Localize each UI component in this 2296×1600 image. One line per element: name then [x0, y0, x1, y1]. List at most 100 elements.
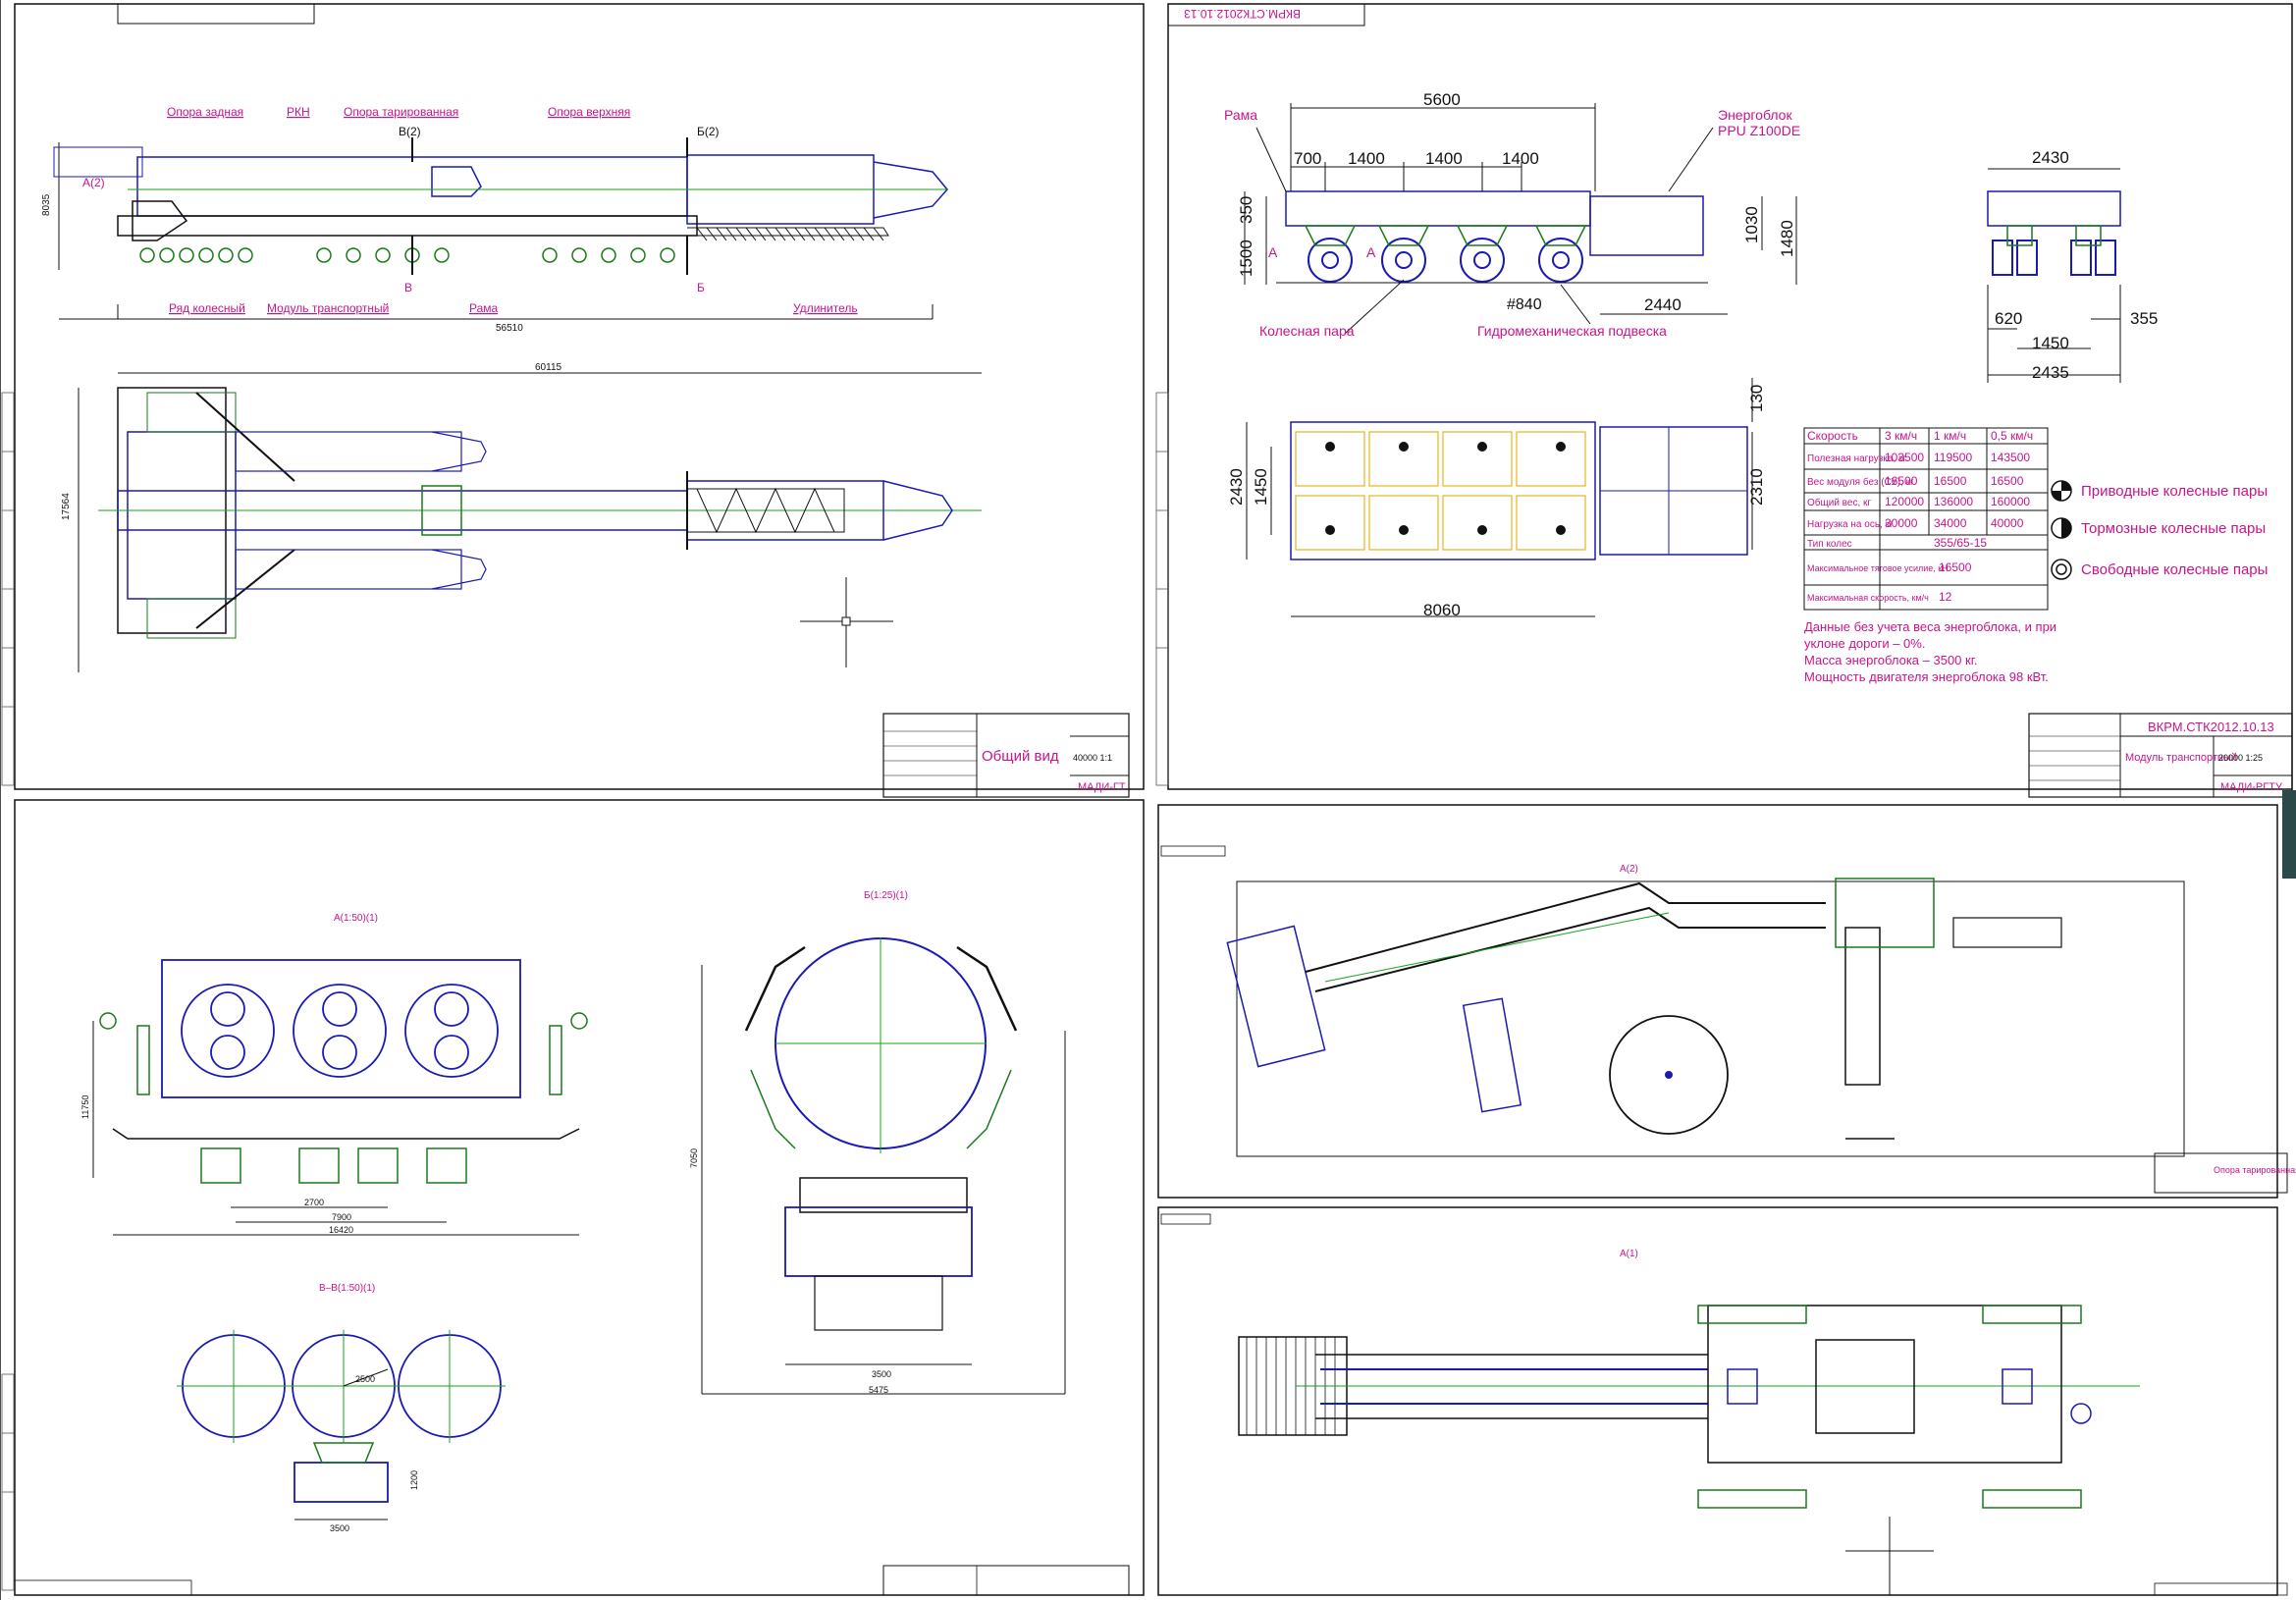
dim-plan-2310: 2310: [1747, 468, 1766, 506]
dim-1500: 1500: [1237, 240, 1255, 277]
title-general-scale: 40000 1:1: [1073, 753, 1112, 763]
traction-value: 16500: [1939, 560, 1972, 574]
dim-end-355: 355: [2130, 309, 2158, 328]
dim-3500b: 3500: [330, 1523, 349, 1533]
title-block-module: ВКРМ.СТК2012.10.13 Модуль транспортный 2…: [2028, 713, 2293, 798]
mark-a1: А: [1268, 244, 1278, 260]
dim-plan-1450: 1450: [1252, 468, 1270, 506]
dim-1030: 1030: [1742, 206, 1761, 243]
label-module-frame: Рама: [1224, 107, 1257, 123]
note-line: Данные без учета веса энергоблока, и при: [1804, 619, 2056, 634]
table-cell: 16500: [1885, 474, 1918, 488]
table-cell: 160000: [1991, 495, 2030, 508]
table-cell: 120000: [1885, 495, 1924, 508]
module-end-view: [1987, 168, 2121, 383]
note-line: уклоне дороги – 0%.: [1804, 636, 1925, 651]
table-row-label: Нагрузка на ось, кг: [1807, 519, 1894, 530]
dim-total-length: 60115: [535, 362, 562, 373]
table-row-label: Полезная нагрузка, кг: [1807, 453, 1906, 464]
top-view-title: А(1): [1620, 1249, 1638, 1259]
dim-end-620: 620: [1995, 309, 2022, 328]
table-cell: 16500: [1991, 474, 2024, 488]
th-0: Скорость: [1807, 429, 1858, 443]
dim-700: 700: [1294, 149, 1321, 168]
wheel-legend: Приводные колесные пары Тормозные колесн…: [2051, 480, 2268, 580]
table-row-label: Вес модуля без (СУ), кг: [1807, 476, 1914, 488]
module-plan-dims: 2430 1450 8060 130 2310: [1227, 385, 1766, 619]
table-cell: 143500: [1991, 451, 2030, 464]
dim-11750: 11750: [80, 1095, 90, 1119]
dim-1400c: 1400: [1502, 149, 1539, 168]
label-wheel-pair: Колесная пара: [1259, 323, 1355, 339]
section-b-title: Б(1:25)(1): [864, 890, 908, 901]
label-section-b: Б(2): [697, 125, 720, 138]
top-stamp-box: [117, 3, 315, 25]
title-block-general: Общий вид 40000 1:1 МАДИ-ГТ: [882, 713, 1130, 798]
support-view-title: А(2): [1620, 864, 1638, 875]
dim-5475: 5475: [869, 1385, 888, 1395]
dim-r2500: 2500: [355, 1374, 375, 1384]
dim-length: 56510: [496, 323, 523, 334]
label-extender: Удлинитель: [793, 301, 858, 315]
top-view: [1238, 1305, 2140, 1595]
module-plan-view: [1246, 378, 1753, 617]
support-view: [1226, 878, 2185, 1157]
mark-v: В: [404, 281, 412, 294]
spec-table: Скорость 3 км/ч 1 км/ч 0,5 км/ч Полезная…: [1803, 427, 2049, 611]
dim-1480: 1480: [1778, 220, 1796, 257]
dim-1200: 1200: [409, 1470, 419, 1490]
dim-2440: 2440: [1644, 295, 1682, 314]
table-cell: 16500: [1934, 474, 1967, 488]
dim-2700: 2700: [304, 1198, 324, 1207]
section-a-view: [92, 959, 588, 1236]
dim-plan-130: 130: [1747, 385, 1766, 412]
section-a-labels: А(1:50)(1) 2700 7900 16420 11750: [80, 913, 378, 1235]
speed-label: Максимальная скорость, км/ч: [1807, 593, 1929, 603]
title-module-org: МАДИ-РГТУ: [2220, 781, 2283, 793]
dim-3500: 3500: [872, 1369, 891, 1379]
support-title: Опора тарированная: [2214, 1165, 2296, 1175]
dim-1400b: 1400: [1425, 149, 1463, 168]
module-notes: Данные без учета веса энергоблока, и при…: [1804, 619, 2056, 684]
dim-7900: 7900: [332, 1212, 351, 1222]
label-transport-module: Модуль транспортный: [267, 301, 389, 315]
top-doc-code: ВКРМ.СТК2012.10.13: [1184, 7, 1301, 21]
tire-value: 355/65-15: [1934, 536, 1987, 550]
dim-end-2430: 2430: [2032, 148, 2069, 167]
dim-1400a: 1400: [1348, 149, 1385, 168]
mark-a2: А: [1366, 244, 1376, 260]
label-wheel-row: Ряд колесный: [169, 301, 245, 315]
dim-plan-8060: 8060: [1423, 601, 1461, 619]
section-v-view: [177, 1330, 506, 1520]
label-powerpack: Энергоблок: [1718, 107, 1792, 123]
table-row-label: Общий вес, кг: [1807, 497, 1871, 508]
support-labels: А(2) Опора тарированная: [1160, 845, 2296, 1194]
crosshair: [800, 577, 893, 667]
title-module-scale: 20000 1:25: [2218, 753, 2263, 763]
top-view-labels: А(1): [1160, 1213, 2288, 1596]
label-diameter: #840: [1507, 296, 1542, 313]
th-1: 3 км/ч: [1885, 429, 1917, 443]
module-side-labels: Рама Энергоблок PPU Z100DE Колесная пара…: [1224, 107, 1800, 339]
title-module-doc: ВКРМ.СТК2012.10.13: [2148, 720, 2274, 734]
top-stamp-box-2: [1167, 3, 1365, 27]
left-margin-stamps: [1, 392, 1169, 1591]
table-cell: 40000: [1991, 516, 2024, 530]
section-a-title: А(1:50)(1): [334, 913, 378, 924]
dim-7050: 7050: [689, 1148, 699, 1168]
label-powerpack-model: PPU Z100DE: [1718, 123, 1800, 138]
label-section-a: А(2): [82, 176, 105, 189]
dim-width: 17564: [61, 493, 72, 520]
th-2: 1 км/ч: [1934, 429, 1966, 443]
label-rear-support: Опора задная: [167, 105, 243, 119]
note-line: Масса энергоблока – 3500 кг.: [1804, 653, 1977, 667]
label-rkn: РКН: [287, 105, 310, 119]
title-module-name: Модуль транспортный: [2125, 752, 2237, 764]
legend-drive: Приводные колесные пары: [2081, 483, 2268, 500]
note-line: Мощность двигателя энергоблока 98 кВт.: [1804, 669, 2049, 684]
section-b-labels: Б(1:25)(1) 7050 3500 5475: [689, 890, 908, 1395]
general-plan-view: [78, 372, 982, 672]
label-tared-support: Опора тарированная: [344, 105, 458, 119]
label-upper-support: Опора верхняя: [548, 105, 630, 119]
